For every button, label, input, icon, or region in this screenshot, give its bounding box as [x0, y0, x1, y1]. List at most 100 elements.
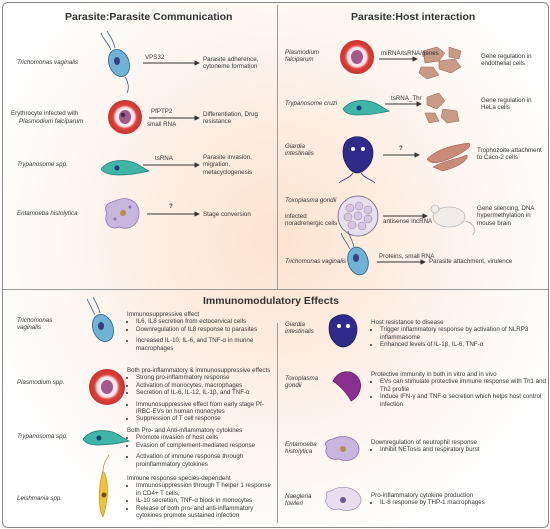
im-right-organism-2: Toxoplasma gondii: [285, 375, 319, 390]
im-right-head-4: Pro-inflammatory cytokine production: [371, 492, 474, 499]
ph-organism-1: Plasmodium falciparum: [285, 49, 320, 64]
giardia-icon-im: [328, 314, 358, 348]
im-right-block-4: Pro-inflammatory cytokine production IL-…: [371, 492, 546, 507]
hela-cells-icon: [424, 92, 460, 124]
im-left-bullets-1: IL6, IL8 secretion from ectocervical cel…: [127, 318, 275, 352]
im-left-bullet: Increased IL-10, IL-6, and TNF-α in muri…: [136, 337, 275, 352]
im-left-bullet: Secretion of IL-6, IL-12, IL-1β, and TNF…: [136, 389, 275, 396]
ph-molecule-3: ?: [399, 145, 403, 152]
im-right-bullet: IL-8 response by THP-1 macrophages: [380, 499, 546, 506]
im-left-bullet: Evasion of complement-mediated response: [136, 442, 275, 449]
im-right-organism-1: Giardia intestinalis: [285, 321, 314, 336]
im-left-bullet: Activation of immune response through pr…: [136, 453, 275, 468]
ph-molecule-4: antisense lncRNA: [383, 218, 433, 225]
im-left-organism-3: Trypanosoma spp.: [17, 433, 68, 440]
pp-organism-prefix-2: Erythrocyte infected with: [11, 110, 79, 117]
pp-effect-1: Parasite adherence, cytoneme formation: [203, 56, 259, 71]
im-left-bullet: Suppression of T cell response: [136, 415, 275, 422]
im-left-block-4: Immune response species-dependent Immuno…: [127, 475, 275, 519]
plasmodium-erythrocyte-icon-im: [89, 369, 125, 405]
im-right-bullet: EVs can stimulate protective immune resp…: [380, 378, 546, 393]
pp-organism-2: Plasmodium falciparum: [19, 118, 84, 125]
pp-molecule-2b: small RNA: [147, 121, 177, 128]
im-left-bullet: Immunosuppression through T helper 1 res…: [136, 482, 275, 497]
im-left-head-2: Both pro-inflammatory & immunosuppressiv…: [127, 367, 271, 374]
im-right-bullet: Induce IFN-γ and TNF-α secretion which h…: [380, 393, 546, 408]
ph-organism-3: Giardia intestinalis: [285, 143, 314, 158]
caco2-cells-icon: [426, 142, 471, 172]
pp-organism-4: Entamoeba histolytica: [17, 210, 78, 217]
im-right-bullet: Trigger inflammatory response by activat…: [380, 326, 546, 341]
im-left-head-1: Immunosuppressive effect: [127, 311, 200, 318]
ph-effect-2: Gene regulation in HeLa cells: [481, 97, 532, 112]
endothelial-cells-icon: [418, 46, 462, 80]
im-left-bullets-2: Strong pro-inflammatory response Activat…: [127, 374, 275, 422]
giardia-icon-ph: [338, 136, 376, 184]
leishmania-icon-im: [98, 454, 110, 518]
im-left-block-3: Both Pro- and Anti-inflammatory cytokine…: [127, 427, 275, 468]
divider-vertical-bottom: [277, 323, 278, 523]
im-left-bullet: Release of both pro- and anti-inflammato…: [136, 505, 275, 520]
pp-molecule-1: VPS32: [145, 54, 165, 61]
pp-effect-4: Stage conversion: [203, 211, 251, 218]
im-left-bullet: IL-10 secretion, TNF-α block in monocyte…: [136, 497, 275, 504]
ph-section-title: Parasite:Host interaction: [351, 11, 476, 23]
im-left-bullet: Downregulation of IL8 response to parasi…: [136, 326, 275, 333]
ph-effect-5: Parasite attachment, virulence: [429, 258, 513, 265]
trichomonas-icon-im: [86, 296, 114, 342]
trypanosoma-icon-ph: [342, 100, 391, 116]
plasmodium-erythrocyte-icon-ph: [340, 40, 374, 74]
im-left-bullet: Strong pro-inflammatory response: [136, 374, 275, 381]
ph-molecule-5: Proteins, small RNA: [379, 253, 435, 260]
naegleria-icon-im: [325, 487, 362, 511]
divider-vertical-top: [277, 5, 278, 290]
pp-molecule-2: PfPTP2: [151, 108, 173, 115]
im-left-bullet: Activation of monocytes, macrophages: [136, 382, 275, 389]
divider-horizontal: [3, 289, 548, 290]
im-right-block-1: Host resistance to disease Trigger infla…: [371, 319, 546, 349]
im-section-title: Immunomodulatory Effects: [203, 295, 339, 307]
trichomonas-icon-pp: [100, 30, 130, 94]
ph-molecule-1: miRNA/tsRNA/genes: [381, 50, 439, 57]
pp-organism-1: Trichomonas vaginalis: [17, 59, 79, 66]
im-right-bullet: Inhibit NETosis and respiratory burst: [380, 446, 546, 453]
mouse-icon: [430, 204, 475, 236]
illustrations-layer: [82, 30, 475, 518]
im-right-bullets-1: Trigger inflammatory response by activat…: [371, 326, 546, 348]
im-right-organism-3: Entamoeba histolytica: [285, 441, 317, 456]
im-left-block-2: Both pro-inflammatory & immunosuppressiv…: [127, 367, 275, 423]
im-right-head-3: Downregulation of neutrophil response: [371, 439, 477, 446]
pp-molecule-4: ?: [169, 203, 173, 210]
ph-molecule-2: tsRNA_Thr: [391, 95, 422, 102]
im-right-block-3: Downregulation of neutrophil response In…: [371, 439, 546, 454]
ph-effect-3: Trophozoite attachment to Caco-2 cells: [477, 147, 542, 162]
im-left-organism-4: Leishmania spp.: [17, 495, 63, 502]
im-left-bullets-3: Promote invasion of host cells Evasion o…: [127, 434, 275, 468]
im-right-bullet: Enhanced levels of IL-1β, IL-6, TNF-α: [380, 341, 546, 348]
trichomonas-icon-ph: [340, 230, 369, 276]
ph-organism-2: Trypanosome cruzi: [285, 100, 338, 107]
ph-effect-4: Gene silencing, DNA hypermethylation in …: [477, 205, 535, 227]
im-right-bullets-4: IL-8 response by THP-1 macrophages: [371, 499, 546, 506]
im-left-block-1: Immunosuppressive effect IL6, IL8 secret…: [127, 311, 275, 352]
ph-effect-1: Gene regulation in endothelial cells: [481, 53, 532, 68]
im-left-bullets-4: Immunosuppression through T helper 1 res…: [127, 482, 275, 519]
im-left-bullet: Immunosuppressive effect from early stag…: [136, 401, 275, 416]
plasmodium-erythrocyte-icon-pp: [108, 100, 142, 134]
pp-section-title: Parasite:Parasite Communication: [65, 11, 233, 23]
ph-organism-suffix-4: infected noradrenergic cells: [285, 213, 338, 228]
im-right-organism-4: Naegleria fowleri: [285, 493, 312, 508]
trypanosoma-icon-pp: [100, 160, 151, 176]
pp-molecule-3: tsRNA: [155, 155, 173, 162]
ph-organism-4: Toxoplasma gondii: [285, 197, 337, 204]
im-right-bullets-3: Inhibit NETosis and respiratory burst: [371, 446, 546, 453]
trypanosoma-icon-im: [82, 430, 131, 446]
toxoplasma-infected-cell-icon: [337, 195, 379, 237]
im-left-organism-2: Plasmodium spp.: [17, 379, 65, 386]
im-right-head-2: Protective immunity in both in vitro and…: [371, 371, 497, 378]
pp-effect-2: Differentiation, Drug resistance: [203, 111, 258, 126]
im-left-organism-1: Trichomonas vaginalis: [17, 317, 53, 332]
entamoeba-icon-pp: [105, 198, 140, 229]
im-right-bullets-2: EVs can stimulate protective immune resp…: [371, 378, 546, 408]
